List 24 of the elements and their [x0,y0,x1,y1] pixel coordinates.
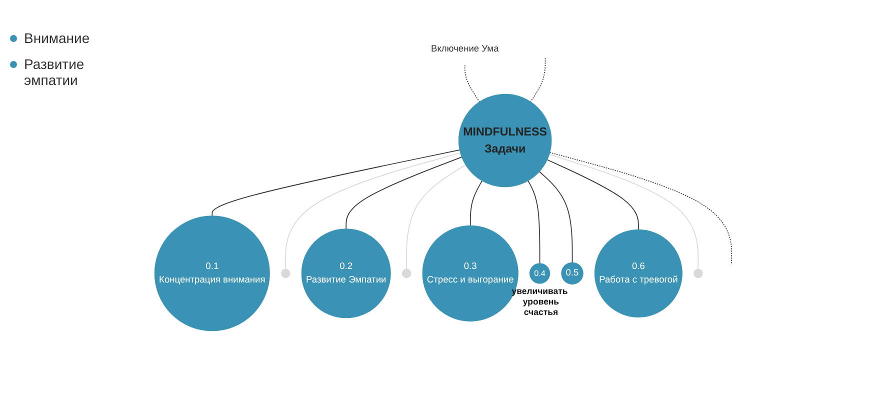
node-circle [694,269,703,278]
connector [285,152,461,270]
list-item: Развитие эмпатии [10,56,140,88]
node-circle: 0.1 Концентрация внимания [154,216,270,332]
node-circle: MINDFULNESS Задачи [458,94,552,188]
connector [549,152,732,266]
connector [346,156,462,230]
connector [528,180,540,264]
node-circle: 0.6 Работа с тревогой [594,230,682,318]
connector [470,180,483,226]
connector [406,164,466,270]
connector [548,154,699,270]
connector [546,160,639,230]
node-circle: 0.4 [529,263,550,284]
connector [212,150,460,217]
connector [530,58,546,103]
node-circle: 0.5 [561,262,584,285]
node-text: Включение Ума [430,44,499,54]
connector [538,171,573,264]
node-circle [402,269,412,278]
node-circle: 0.2 Развитие Эмпатии [301,228,391,318]
connector [464,64,480,103]
list-item: Внимание [10,30,140,46]
node-circle [280,269,290,278]
